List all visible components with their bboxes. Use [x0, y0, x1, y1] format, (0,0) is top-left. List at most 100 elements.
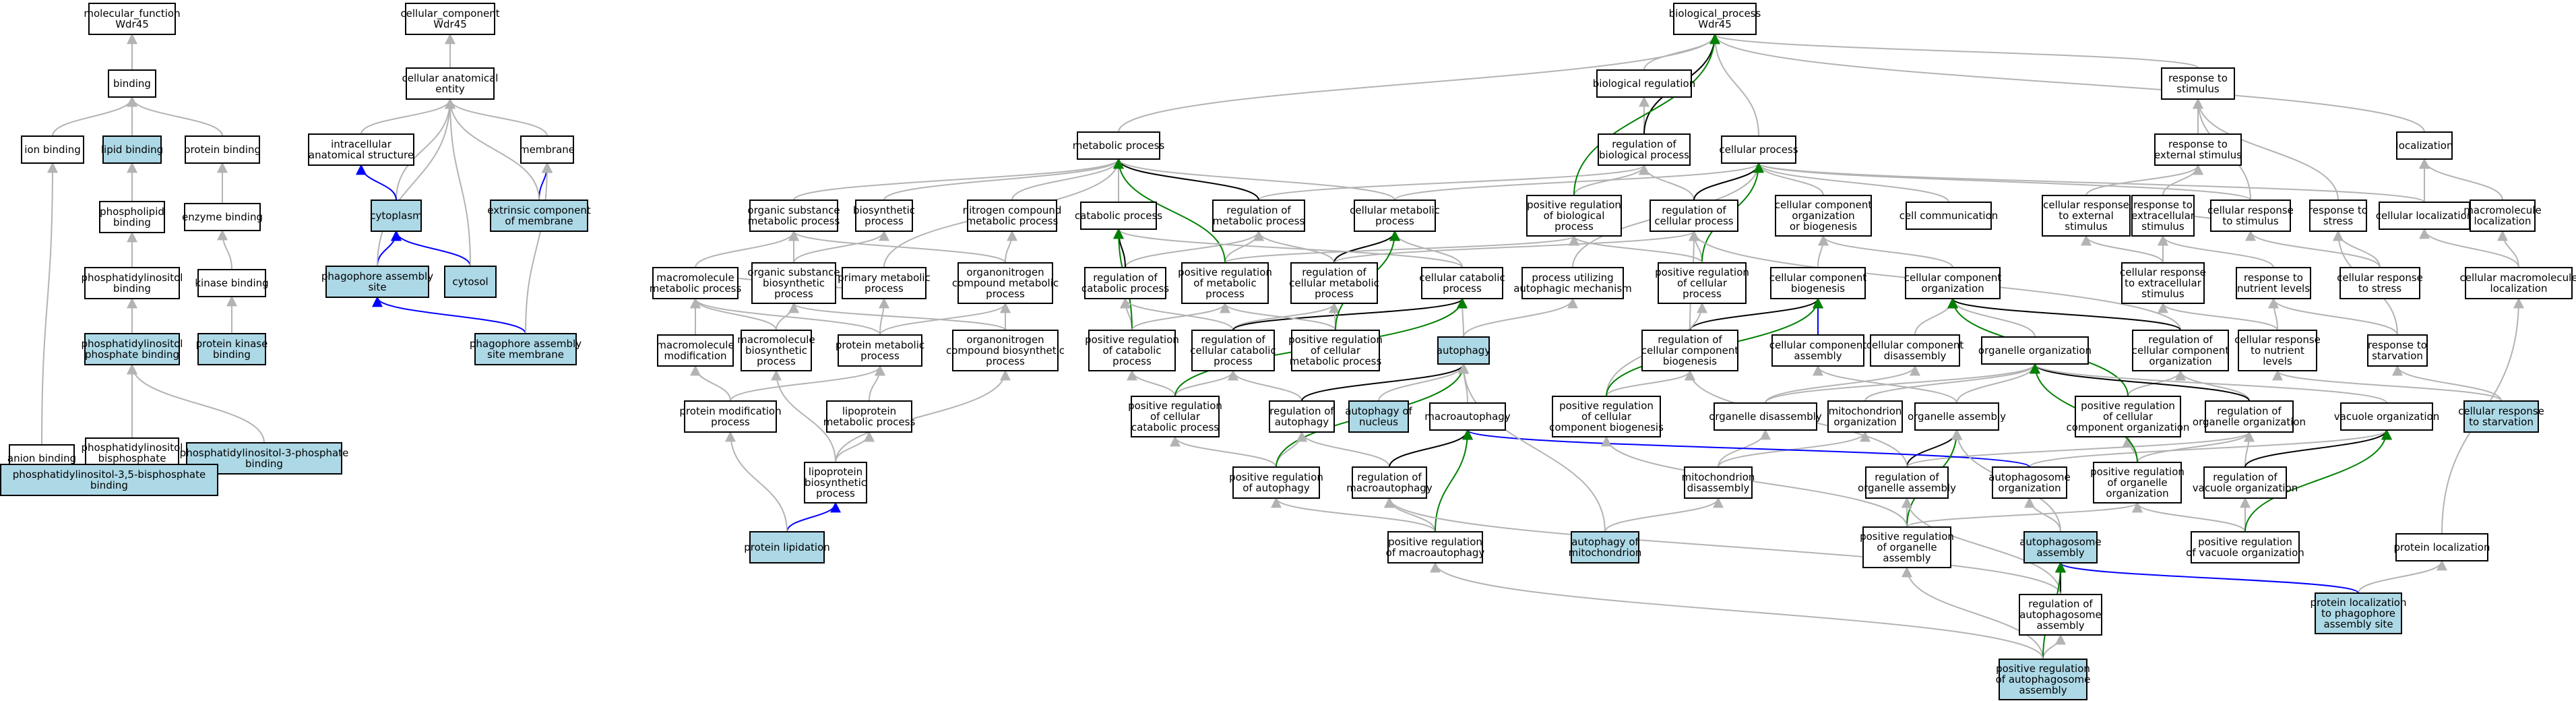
go-term-protein-lipidation[interactable]: protein lipidation	[744, 531, 830, 563]
go-term-org-disassembly[interactable]: organelle disassembly	[1709, 402, 1822, 431]
go-term-macroautophagy[interactable]: macroautophagy	[1424, 402, 1511, 431]
go-term-protein-loc[interactable]: protein localization	[2393, 533, 2490, 561]
go-term-org-assembly[interactable]: organelle assembly	[1908, 402, 2006, 431]
go-term-pi35bp-binding[interactable]: phosphatidylinositol-3,5-bisphosphatebin…	[0, 464, 218, 496]
go-term-metabolic[interactable]: metabolic process	[1073, 131, 1165, 160]
go-term-cell-loc[interactable]: cellular localization	[2376, 202, 2474, 230]
go-term-autophagy[interactable]: autophagy	[1437, 336, 1490, 365]
go-term-lipid-binding[interactable]: lipid binding	[101, 135, 163, 164]
go-term-cellular-process[interactable]: cellular process	[1719, 135, 1798, 164]
go-term-cell-comm[interactable]: cell communication	[1899, 202, 1999, 230]
go-term-protein-binding[interactable]: protein binding	[184, 135, 261, 164]
go-term-binding[interactable]: binding	[108, 69, 156, 98]
go-term-org-org[interactable]: organelle organization	[1978, 336, 2092, 365]
go-term-ion-binding[interactable]: ion binding	[21, 135, 84, 164]
go-term-kinase-binding[interactable]: kinase binding	[195, 269, 269, 297]
go-term-bio-reg[interactable]: biological regulation	[1593, 69, 1695, 98]
go-term-membrane[interactable]: membrane	[520, 135, 575, 164]
go-term-vac-org[interactable]: vacuole organization	[2334, 402, 2439, 431]
go-term-enzyme-binding[interactable]: enzyme binding	[182, 203, 263, 231]
go-term-catabolic[interactable]: catabolic process	[1075, 202, 1162, 230]
go-term-cytosol[interactable]: cytosol	[444, 266, 497, 298]
go-term-localization[interactable]: localization	[2396, 131, 2453, 160]
go-term-cytoplasm[interactable]: cytoplasm	[370, 200, 422, 232]
